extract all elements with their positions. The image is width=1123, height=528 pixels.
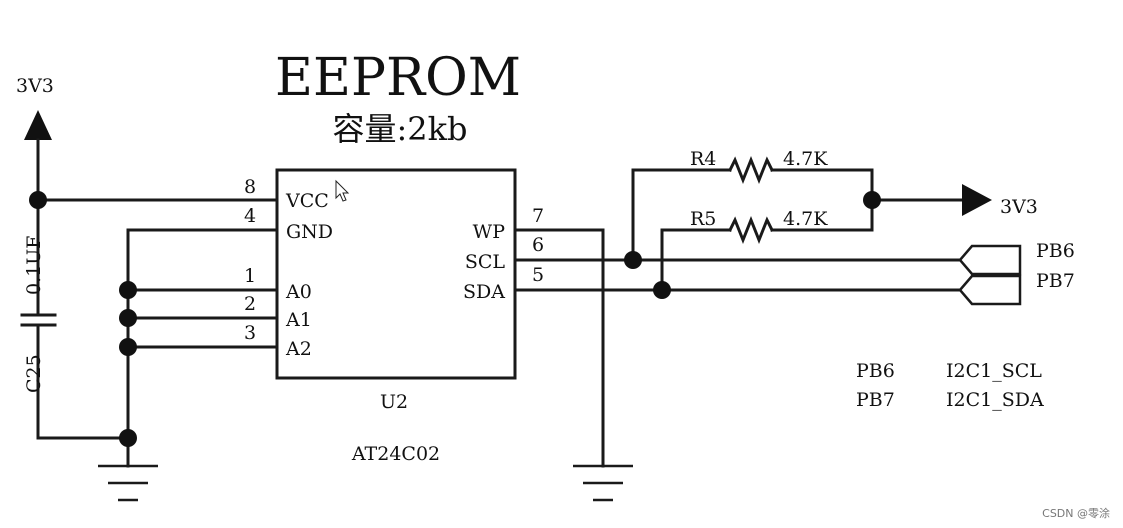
net-port-pb7: PB7 <box>958 270 1075 306</box>
power-label-left: 3V3 <box>16 75 54 97</box>
ground-symbol-right <box>573 464 633 502</box>
junction-dot <box>119 429 137 447</box>
mapping-pin: PB6 <box>856 360 895 382</box>
net-port-label: PB7 <box>1036 270 1075 292</box>
capacitor-ref: C25 <box>23 354 45 393</box>
pin-number: 4 <box>244 205 256 227</box>
junction-dot <box>119 281 137 299</box>
mapping-pin: PB7 <box>856 389 895 411</box>
capacitor-c25: 0.1UF C25 <box>20 236 130 440</box>
pullup-network <box>624 155 992 299</box>
resistor-ref: R5 <box>690 208 716 230</box>
chip-ref: U2 <box>380 391 408 413</box>
ground-symbol-left <box>98 464 158 502</box>
diagram-title: EEPROM <box>275 48 521 108</box>
pin-name: SDA <box>463 281 505 303</box>
pin-number: 2 <box>244 293 256 315</box>
pin-number: 7 <box>532 205 544 227</box>
pin-name: A0 <box>285 281 312 303</box>
net-port-pb6: PB6 <box>958 240 1075 276</box>
net-port-label: PB6 <box>1036 240 1075 262</box>
chip-u2: 8 4 1 2 3 VCC GND A0 A1 A2 WP SCL SDA 7 … <box>244 168 544 465</box>
pin-name: WP <box>473 221 506 243</box>
mouse-cursor-icon <box>335 179 350 202</box>
junction-dot <box>653 281 671 299</box>
power-symbol-left: 3V3 <box>16 75 54 317</box>
resistor-value: 4.7K <box>783 148 828 170</box>
junction-dot <box>29 191 47 209</box>
pin-mapping: PB6 I2C1_SCL PB7 I2C1_SDA <box>856 360 1044 411</box>
resistor-ref: R4 <box>690 148 716 170</box>
pin-name: A2 <box>285 338 312 360</box>
capacitor-value: 0.1UF <box>23 236 45 295</box>
pin-number: 1 <box>244 265 256 287</box>
junction-dot <box>863 191 881 209</box>
diagram-subtitle: 容量:2kb <box>332 110 467 148</box>
pin-number: 5 <box>532 264 544 286</box>
pin-number: 8 <box>244 176 256 198</box>
wp-wire <box>513 228 605 468</box>
mapping-func: I2C1_SCL <box>946 360 1042 382</box>
mapping-func: I2C1_SDA <box>946 389 1044 411</box>
junction-dot <box>624 251 642 269</box>
chip-part: AT24C02 <box>351 443 440 465</box>
watermark: CSDN @零涂 <box>1042 506 1110 520</box>
pin-name: VCC <box>285 190 329 212</box>
resistor-value: 4.7K <box>783 208 828 230</box>
junction-dot <box>119 338 137 356</box>
pin-name: A1 <box>285 309 312 331</box>
junction-dot <box>119 309 137 327</box>
pin-name: SCL <box>465 251 506 273</box>
pin-name: GND <box>286 221 333 243</box>
ground-bus <box>119 228 279 468</box>
pin-number: 3 <box>244 322 256 344</box>
pin-number: 6 <box>532 234 544 256</box>
power-label-right: 3V3 <box>1000 196 1038 218</box>
